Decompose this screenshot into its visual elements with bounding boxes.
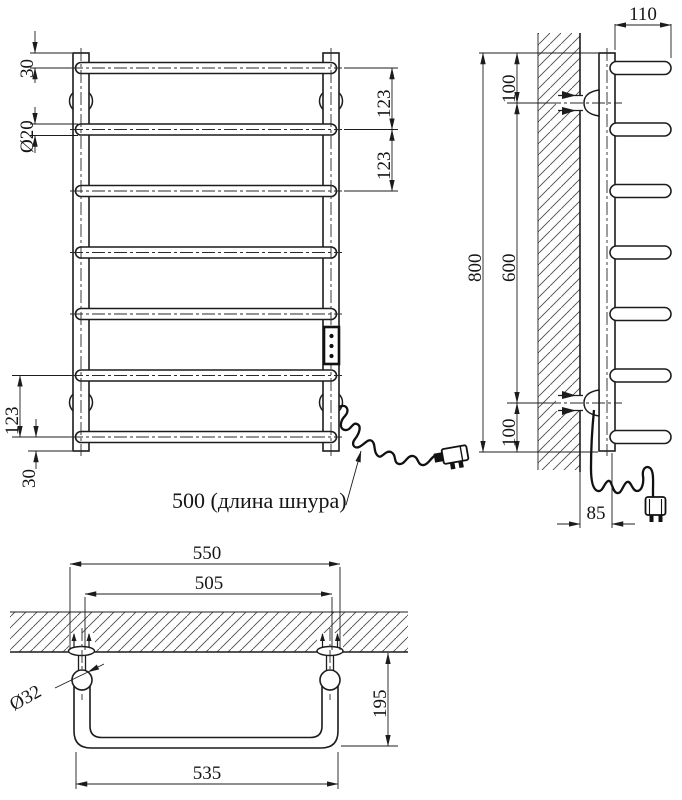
dim-bracket-span: 600	[499, 254, 520, 283]
dim-overall-width: 550	[193, 543, 222, 564]
dim-bottom-offset: 30	[19, 469, 40, 488]
power-plug	[433, 444, 470, 470]
cord-note-leader	[345, 450, 362, 506]
side-dimensions	[479, 22, 672, 528]
dim-spacing-1: 123	[374, 90, 395, 119]
dim-height: 800	[465, 254, 486, 283]
side-power-cord	[589, 409, 655, 498]
anchor-wedge	[562, 407, 576, 415]
top-dimensions	[54, 561, 398, 789]
dim-spacing-2: 123	[374, 152, 395, 181]
side-power-plug	[644, 496, 667, 522]
dim-top-depth: 195	[370, 690, 391, 719]
dim-wall-gap: 85	[587, 503, 606, 524]
dim-bottom-width: 535	[193, 763, 222, 784]
plug-prong	[649, 515, 654, 522]
plug-prong	[658, 515, 663, 522]
anchor-wedge	[562, 391, 576, 399]
indicator-dot	[329, 343, 334, 349]
heating-element-box	[322, 325, 341, 366]
side-bracket-top	[548, 89, 622, 117]
anchor-wedge	[320, 633, 325, 641]
dim-top-bracket: 100	[499, 75, 520, 104]
anchor-wedge	[562, 107, 576, 115]
bar-end	[609, 306, 672, 322]
cord-length-note: 500 (длина шнура)	[172, 488, 347, 513]
post-section	[71, 669, 93, 691]
dim-spacing-bottom: 123	[2, 407, 23, 436]
anchor-wedge	[71, 633, 77, 641]
side-view: 110 100 800 600 100 85	[465, 4, 672, 528]
indicator-dot	[329, 333, 334, 339]
plug-prong	[449, 461, 456, 470]
front-centerlines	[70, 48, 342, 456]
bar-end	[609, 122, 672, 137]
anchor-wedge	[86, 633, 92, 641]
dim-depth: 110	[629, 4, 657, 25]
bar-end	[609, 368, 672, 383]
bracket-flange	[67, 645, 96, 657]
plug-prong	[458, 460, 464, 468]
bar-end	[609, 60, 672, 76]
bracket-flange	[583, 89, 600, 117]
front-dimensions	[12, 31, 398, 506]
anchor-wedge	[562, 91, 576, 99]
power-cord	[338, 404, 437, 467]
diameter-leader	[87, 663, 105, 673]
top-view: 550 505 Ø32 195 535	[6, 543, 408, 789]
bar-end	[609, 245, 672, 260]
indicator-dot	[329, 353, 334, 359]
dim-mount-span: 505	[195, 573, 224, 594]
rail-top-outline	[73, 678, 339, 749]
dim-bar-diameter: Ø20	[17, 120, 38, 153]
front-view: 30 Ø20 123 123 123 30 500 (длина шнура)	[2, 31, 470, 513]
dim-post-diameter: Ø32	[6, 681, 45, 715]
post-section	[319, 669, 341, 691]
bar-end	[609, 429, 672, 445]
bar-end	[609, 183, 672, 199]
dim-bottom-bracket: 100	[499, 419, 520, 448]
dim-top-offset: 30	[17, 59, 38, 78]
top-bracket-left	[67, 628, 96, 700]
anchor-wedge	[335, 633, 340, 641]
side-bars	[609, 60, 672, 445]
